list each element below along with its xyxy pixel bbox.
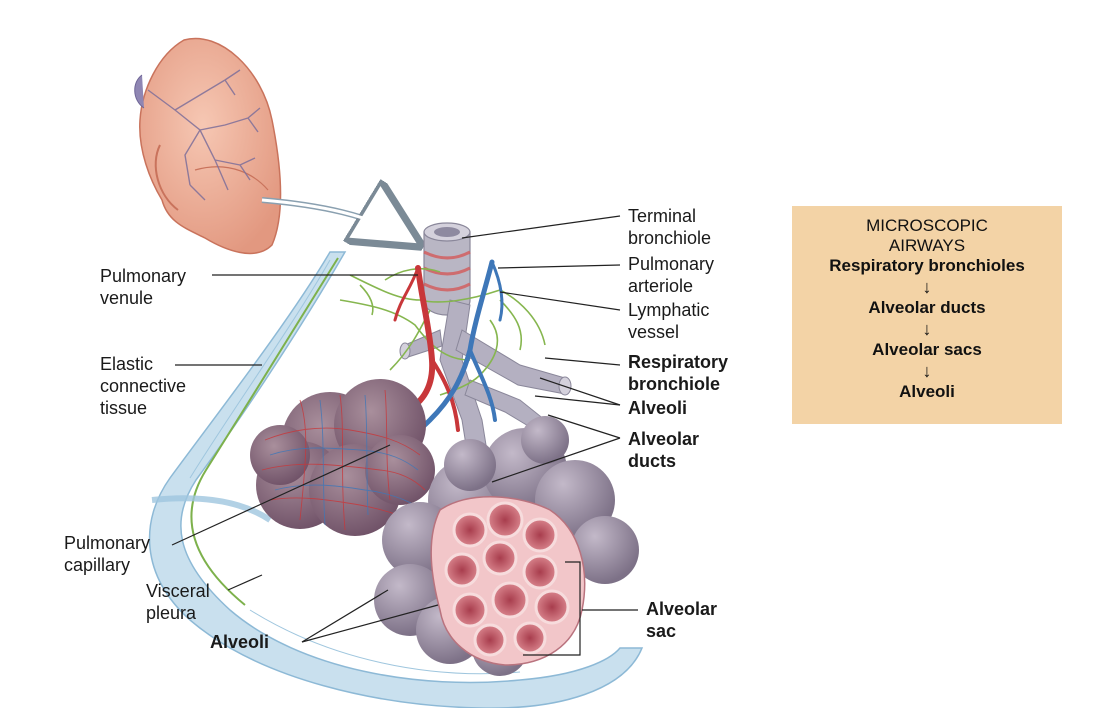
label-line: Alveolar [646, 599, 718, 619]
microscopic-airways-box: MICROSCOPIC AIRWAYS Respiratory bronchio… [792, 206, 1062, 424]
label-alveolar-ducts: Alveolar ducts [628, 428, 699, 472]
label-line: Pulmonary [628, 254, 715, 274]
label-lymphatic-vessel: Lymphatic vessel [628, 299, 709, 343]
label-pulmonary-venule: Pulmonary venule [100, 265, 186, 309]
label-line: bronchiole [628, 374, 721, 394]
airways-step: Respiratory bronchioles [829, 256, 1025, 275]
leader-lines [171, 215, 638, 643]
down-arrow-icon: ↓ [922, 277, 932, 297]
zoom-arrow [261, 200, 408, 238]
label-elastic-connective-tissue: Elastic connective tissue [100, 353, 186, 419]
label-line: tissue [100, 398, 148, 418]
label-line: arteriole [628, 276, 694, 296]
label-pulmonary-capillary: Pulmonary capillary [64, 532, 150, 576]
label-alveoli-right: Alveoli [628, 397, 687, 419]
label-line: Elastic [100, 354, 154, 374]
label-line: bronchiole [628, 228, 712, 248]
label-line: venule [100, 288, 154, 308]
label-visceral-pleura: Visceral pleura [146, 580, 210, 624]
label-line: connective [100, 376, 187, 396]
label-line: sac [646, 621, 677, 641]
label-line: Lymphatic [628, 300, 710, 320]
airways-heading-line: AIRWAYS [888, 236, 966, 255]
down-arrow-icon: ↓ [922, 361, 932, 381]
label-line: Terminal [628, 206, 697, 226]
label-line: Alveolar [628, 429, 700, 449]
lung-drawing [134, 37, 282, 255]
airways-step: Alveolar ducts [868, 298, 986, 317]
airways-step: Alveoli [899, 382, 955, 401]
label-respiratory-bronchiole: Respiratory bronchiole [628, 351, 728, 395]
alveolar-sac-cluster [374, 416, 639, 676]
label-line: Visceral [146, 581, 210, 601]
capillary-alveolar-cluster [250, 379, 435, 536]
airways-heading: MICROSCOPIC AIRWAYS [792, 216, 1062, 256]
label-line: Pulmonary [64, 533, 151, 553]
label-alveoli-bottom: Alveoli [210, 631, 269, 653]
label-terminal-bronchiole: Terminal bronchiole [628, 205, 711, 249]
alveolar-sac-bracket [523, 561, 581, 656]
terminal-bronchiole-drawing [399, 222, 572, 471]
label-pulmonary-arteriole: Pulmonary arteriole [628, 253, 714, 297]
label-line: Pulmonary [100, 266, 187, 286]
label-line: capillary [64, 555, 131, 575]
label-line: pleura [146, 603, 197, 623]
label-line: Respiratory [628, 352, 729, 372]
label-line: vessel [628, 322, 680, 342]
label-line: Alveoli [628, 398, 688, 418]
visceral-pleura-band [148, 251, 644, 708]
down-arrow-icon: ↓ [922, 319, 932, 339]
label-line: Alveoli [210, 632, 270, 652]
airways-heading-line: MICROSCOPIC [866, 216, 988, 235]
airways-step: Alveolar sacs [872, 340, 982, 359]
label-alveolar-sac: Alveolar sac [646, 598, 717, 642]
label-line: ducts [628, 451, 677, 471]
